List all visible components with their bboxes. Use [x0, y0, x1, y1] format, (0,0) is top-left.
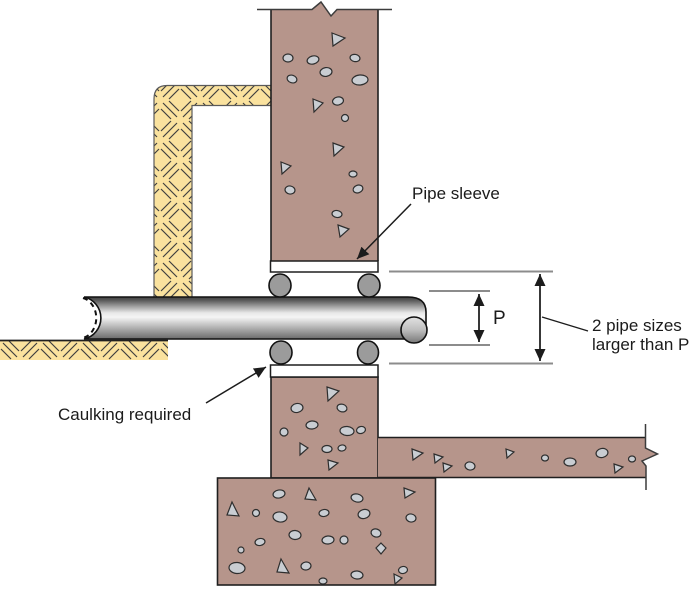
- caulking-required-arrow: [205, 366, 267, 404]
- aggregate-stone: [254, 537, 266, 547]
- footing-body: [216, 477, 437, 586]
- grade-hatch-band: [0, 341, 168, 360]
- pipe: [82, 296, 428, 344]
- aggregate-stone: [279, 427, 289, 437]
- aggregate-stone: [321, 535, 335, 545]
- aggregate-stone: [403, 487, 417, 500]
- lower-structure-aggregate: [226, 386, 637, 586]
- aggregate-stone: [299, 441, 310, 457]
- aggregate-stone: [627, 455, 637, 463]
- sleeve-size-label-line1: 2 pipe sizes: [592, 316, 682, 335]
- aggregate-stone: [375, 542, 387, 555]
- pipe-sleeve-arrow: [356, 203, 412, 260]
- aggregate-stone: [286, 74, 298, 84]
- upper-wall-body: [271, 2, 378, 261]
- sleeve-size-label-line2: larger than P: [592, 335, 689, 354]
- upper-wall-break-line: [257, 0, 392, 18]
- aggregate-stone: [300, 561, 312, 571]
- caulking-required-label: Caulking required: [58, 405, 191, 424]
- aggregate-stone: [397, 565, 409, 575]
- aggregate-stone: [272, 489, 286, 499]
- aggregate-stone: [393, 572, 404, 586]
- aggregate-stone: [276, 557, 291, 574]
- aggregate-stone: [433, 453, 445, 465]
- aggregate-stone: [339, 425, 355, 437]
- caulking-beads: [268, 273, 381, 365]
- aggregate-stone: [326, 386, 341, 403]
- aggregate-stone: [304, 486, 318, 501]
- lower-structure: [216, 376, 660, 586]
- aggregate-stone: [332, 142, 346, 158]
- aggregate-stone: [613, 463, 625, 475]
- aggregate-stone: [350, 570, 364, 580]
- aggregate-stone: [442, 462, 454, 474]
- aggregate-stone: [251, 508, 261, 518]
- upper-wall-aggregate: [280, 32, 369, 239]
- aggregate-stone: [331, 32, 347, 48]
- aggregate-stone: [411, 448, 425, 462]
- pipe-end-opening: [400, 316, 428, 344]
- pipe-sleeve-top: [269, 260, 379, 273]
- aggregate-stone: [305, 420, 319, 430]
- earth-backfill-band: [153, 84, 272, 301]
- aggregate-stone: [228, 561, 246, 575]
- pipe-body: [83, 296, 427, 340]
- aggregate-stone: [237, 546, 245, 554]
- floor-slab-break-line: [640, 424, 660, 490]
- aggregate-stone: [405, 513, 417, 523]
- aggregate-stone: [280, 161, 293, 176]
- aggregate-stone: [464, 461, 476, 471]
- aggregate-stone: [337, 224, 351, 239]
- aggregate-stone: [331, 209, 343, 219]
- aggregate-stone: [357, 508, 371, 520]
- aggregate-stone: [321, 444, 333, 454]
- aggregate-stone: [327, 459, 340, 472]
- aggregate-stone: [351, 74, 369, 86]
- caulking-bead-bottom-right: [356, 340, 380, 365]
- aggregate-stone: [348, 170, 358, 178]
- aggregate-stone: [352, 184, 364, 194]
- aggregate-stone: [282, 53, 294, 63]
- caulking-bead-bottom-left: [269, 340, 293, 365]
- aggregate-stone: [505, 448, 516, 460]
- aggregate-stone: [319, 66, 333, 78]
- aggregate-stone: [290, 402, 304, 414]
- aggregate-stone: [340, 113, 350, 123]
- earth-backfill: [153, 84, 272, 301]
- aggregate-stone: [540, 454, 550, 462]
- aggregate-stone: [350, 493, 364, 503]
- aggregate-stone: [563, 457, 577, 467]
- upper-wall: [257, 0, 392, 261]
- caulking-bead-top-left: [268, 273, 292, 298]
- aggregate-stone: [318, 508, 330, 518]
- aggregate-stone: [595, 447, 609, 459]
- caulking-bead-top-right: [357, 273, 381, 298]
- pipe-sleeve: [269, 260, 379, 378]
- aggregate-stone: [288, 529, 302, 541]
- aggregate-stone: [355, 425, 367, 435]
- aggregate-stone: [318, 577, 328, 585]
- aggregate-stone: [337, 444, 347, 452]
- sleeve-size-leader-line: [541, 316, 589, 332]
- aggregate-stone: [306, 55, 320, 65]
- pipe-diameter-label: P: [493, 308, 506, 329]
- aggregate-stone: [349, 53, 361, 63]
- aggregate-stone: [312, 98, 325, 114]
- aggregate-stone: [339, 535, 349, 545]
- pipe-sleeve-bottom: [269, 364, 379, 378]
- grade: [0, 339, 168, 360]
- aggregate-stone: [336, 403, 348, 413]
- dimensions: P 2 pipe sizes larger than P: [389, 270, 689, 365]
- aggregate-stone: [272, 511, 288, 523]
- callouts: Pipe sleeve Caulking required: [58, 184, 500, 424]
- pipe-hidden-end-ellipse: [82, 297, 98, 339]
- aggregate-stone: [284, 185, 296, 195]
- aggregate-stone: [331, 96, 345, 106]
- aggregate-stone: [226, 500, 241, 517]
- aggregate-stone: [370, 528, 382, 538]
- pipe-sleeve-label: Pipe sleeve: [412, 184, 500, 203]
